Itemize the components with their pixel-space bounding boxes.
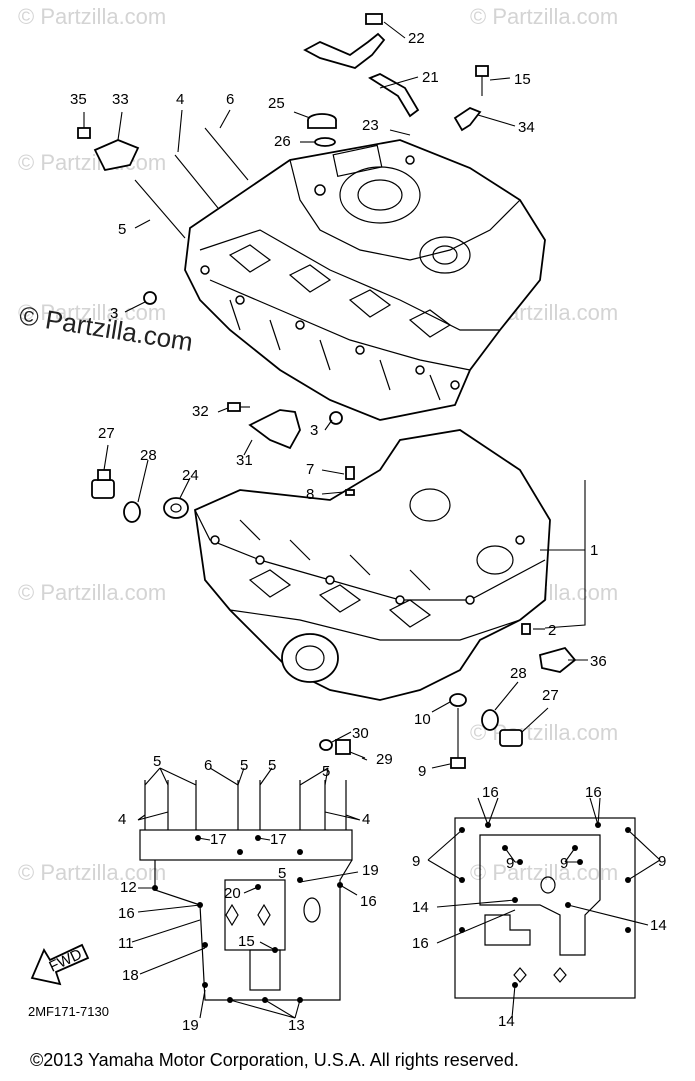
callout-24: 24 [182, 467, 199, 484]
upper-crankcase [184, 139, 546, 421]
callout-16: 16 [360, 893, 377, 910]
plug-27-right [499, 729, 523, 747]
watermark: © Partzilla.com [470, 4, 619, 29]
o-ring-28-left [123, 501, 141, 523]
callout-5: 5 [268, 757, 276, 774]
callout-26: 26 [274, 133, 291, 150]
dowel-7-8 [345, 466, 355, 496]
callout-6: 6 [226, 91, 234, 108]
lower-crankcase [194, 429, 551, 701]
callout-30: 30 [352, 725, 369, 742]
bottom-left-pattern [139, 780, 353, 1003]
watermark: © Partzilla.com [18, 860, 167, 885]
callout-20: 20 [224, 885, 241, 902]
callout-16: 16 [412, 935, 429, 952]
watermark: © Partzilla.com [18, 4, 167, 29]
callout-9: 9 [506, 855, 514, 872]
callout-9: 9 [412, 853, 420, 870]
callout-3: 3 [110, 305, 118, 322]
callout-4: 4 [118, 811, 126, 828]
callout-29: 29 [376, 751, 393, 768]
callout-5: 5 [322, 763, 330, 780]
callout-4: 4 [176, 91, 184, 108]
plug-27-left [91, 469, 115, 499]
callout-3: 3 [310, 422, 318, 439]
forward-arrow-label: FWD [47, 946, 85, 976]
dowel-3 [143, 291, 343, 425]
callout-5: 5 [240, 757, 248, 774]
callout-11: 11 [118, 935, 134, 952]
gasket-30-bolt-29 [319, 739, 366, 759]
callout-9: 9 [560, 855, 568, 872]
callout-5: 5 [153, 753, 161, 770]
callout-34: 34 [518, 119, 535, 136]
callout-14: 14 [412, 899, 429, 916]
callout-4: 4 [362, 811, 370, 828]
dowel-2 [521, 623, 531, 635]
bracket-34 [453, 106, 482, 132]
bottom-right-pattern [454, 817, 636, 999]
callout-10: 10 [414, 711, 431, 728]
callout-9: 9 [418, 763, 426, 780]
callout-18: 18 [122, 967, 139, 984]
washer-10 [449, 693, 467, 707]
bolt-35 [77, 127, 91, 139]
callout-16: 16 [118, 905, 135, 922]
watermark: © Partzilla.com [470, 860, 619, 885]
callout-14: 14 [498, 1013, 515, 1030]
cover-33 [93, 139, 140, 172]
callout-7: 7 [306, 461, 314, 478]
callout-17: 17 [270, 831, 287, 848]
stud-bolts [134, 127, 249, 239]
callout-35: 35 [70, 91, 87, 108]
watermark: © Partzilla.com [18, 150, 167, 175]
callout-12: 12 [120, 879, 137, 896]
o-ring-28-right [481, 709, 499, 731]
callout-33: 33 [112, 91, 129, 108]
callout-15: 15 [238, 933, 255, 950]
callout-19: 19 [362, 862, 379, 879]
forward-arrow-icon [30, 943, 90, 986]
callout-14: 14 [650, 917, 667, 934]
callout-25: 25 [268, 95, 285, 112]
callout-13: 13 [288, 1017, 305, 1034]
bolt-9 [450, 708, 466, 769]
callout-32: 32 [192, 403, 209, 420]
callout-17: 17 [210, 831, 227, 848]
bolt-32 [227, 402, 250, 412]
callout-labels: 22 21 15 34 35 33 4 6 25 26 23 5 3 32 3 … [47, 30, 667, 1034]
callout-15: 15 [514, 71, 531, 88]
callout-2: 2 [548, 622, 556, 639]
callout-36: 36 [590, 653, 607, 670]
callout-31: 31 [236, 452, 253, 469]
callout-9: 9 [658, 853, 666, 870]
bracket-36 [538, 646, 577, 673]
callout-28: 28 [510, 665, 527, 682]
leader-lines [83, 21, 661, 1019]
callout-8: 8 [306, 486, 314, 503]
callout-21: 21 [422, 69, 439, 86]
breather-hose [303, 13, 420, 118]
oil-filler-cap [307, 113, 337, 147]
callout-5: 5 [278, 865, 286, 882]
callout-28: 28 [140, 447, 157, 464]
diagram-code: 2MF171-7130 [28, 1004, 109, 1019]
callout-23: 23 [362, 117, 379, 134]
seal-24 [163, 497, 189, 519]
callout-16: 16 [482, 784, 499, 801]
callout-6: 6 [204, 757, 212, 774]
bolt-15-top [475, 65, 489, 96]
callout-27: 27 [98, 425, 115, 442]
callout-27: 27 [542, 687, 559, 704]
callout-16: 16 [585, 784, 602, 801]
callout-5: 5 [118, 221, 126, 238]
callout-19: 19 [182, 1017, 199, 1034]
callout-1: 1 [590, 542, 598, 559]
plate-31 [248, 409, 301, 450]
watermark: © Partzilla.com [18, 580, 167, 605]
callout-22: 22 [408, 30, 425, 47]
copyright-notice: ©2013 Yamaha Motor Corporation, U.S.A. A… [30, 1050, 519, 1070]
